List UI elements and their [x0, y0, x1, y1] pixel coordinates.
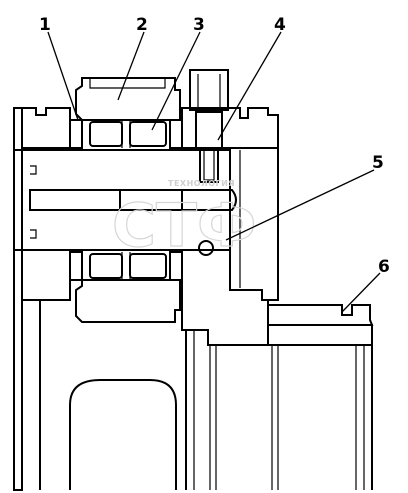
leader-4 — [217, 31, 282, 141]
bearing-outer-ring-lower — [75, 279, 181, 323]
watermark-large-text: СТФ — [112, 191, 256, 261]
hub-disc — [209, 304, 374, 490]
rollers-lower — [69, 251, 183, 281]
bearing-outer-ring-upper — [75, 77, 181, 121]
leader-2 — [117, 31, 145, 101]
callout-6: 6 — [378, 257, 390, 277]
leader-5 — [225, 169, 375, 241]
callout-2: 2 — [136, 15, 148, 35]
callout-4: 4 — [274, 15, 286, 35]
shaft-body — [13, 149, 231, 251]
callout-5: 5 — [372, 153, 384, 173]
wheel-body — [39, 300, 195, 490]
leader-1 — [47, 31, 79, 121]
rollers-upper — [69, 119, 183, 149]
leader-3 — [151, 31, 201, 131]
leader-lines — [47, 31, 381, 313]
grease-fitting — [189, 69, 229, 183]
watermark: ТЕХНОЛОГИЯ СТФ — [111, 179, 257, 262]
leader-6 — [341, 272, 381, 313]
hub-lower-plate — [21, 249, 269, 346]
axle-pin — [181, 189, 237, 256]
callout-3: 3 — [193, 15, 205, 35]
callout-1: 1 — [39, 15, 51, 35]
watermark-small-text: ТЕХНОЛОГИЯ — [168, 179, 235, 188]
callouts: 1 2 3 4 5 6 — [39, 15, 390, 277]
